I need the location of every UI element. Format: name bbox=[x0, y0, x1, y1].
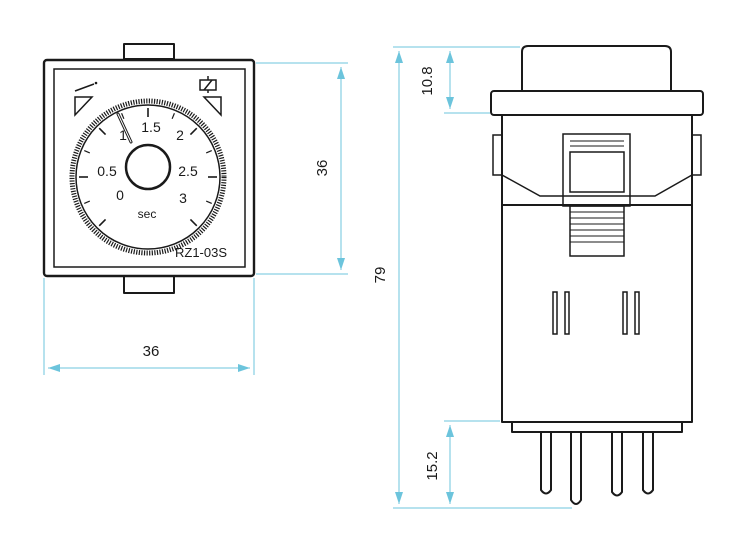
dial-tick bbox=[205, 200, 212, 204]
model-label: RZ1-03S bbox=[175, 245, 227, 260]
front-inner-face bbox=[53, 68, 246, 268]
flange bbox=[490, 90, 704, 116]
setting-knob bbox=[116, 112, 172, 191]
dim-total-height: 79 bbox=[372, 267, 389, 284]
dial-label-1: 1 bbox=[119, 127, 127, 143]
latch-guide bbox=[501, 174, 693, 197]
relay-coil-icon bbox=[199, 76, 222, 117]
vent-slots bbox=[552, 291, 640, 335]
dial-label-2-5: 2.5 bbox=[178, 163, 198, 179]
knurled-ring bbox=[69, 98, 227, 256]
center-clip bbox=[562, 133, 631, 207]
dial-tick bbox=[84, 150, 91, 154]
dim-front-height: 36 bbox=[314, 160, 331, 177]
dial-label-0: 0 bbox=[116, 187, 124, 203]
clip-ribs bbox=[570, 140, 624, 243]
top-clip bbox=[123, 43, 175, 60]
front-view: 0 0.5 1 1.5 2 2.5 3 sec RZ1-03S bbox=[42, 43, 256, 294]
dial-unit: sec bbox=[138, 207, 157, 221]
dial-tick bbox=[189, 218, 198, 227]
dial-tick bbox=[171, 113, 175, 120]
dial-tick bbox=[121, 113, 125, 120]
dial-tick bbox=[189, 127, 198, 136]
lower-body bbox=[501, 205, 693, 423]
dial-tick bbox=[205, 150, 212, 154]
timer-dial: 0 0.5 1 1.5 2 2.5 3 sec bbox=[69, 98, 227, 256]
base-step bbox=[511, 422, 683, 433]
dial-ticks bbox=[79, 108, 217, 227]
dim-pin-length: 15.2 bbox=[424, 451, 441, 480]
lower-clip bbox=[569, 205, 625, 257]
left-latch bbox=[492, 134, 503, 176]
dial-face bbox=[75, 104, 221, 250]
dial-label-3: 3 bbox=[179, 190, 187, 206]
dial-tick bbox=[84, 200, 91, 204]
front-outer-frame bbox=[42, 58, 256, 278]
dial-label-0-5: 0.5 bbox=[97, 163, 117, 179]
dial-label-2: 2 bbox=[176, 127, 184, 143]
right-latch bbox=[691, 134, 702, 176]
dial-tick bbox=[98, 218, 107, 227]
dim-front-width: 36 bbox=[143, 343, 160, 360]
top-cap bbox=[521, 45, 672, 92]
dimensions: 36 36 79 10.8 15.2 bbox=[43, 46, 572, 509]
side-view bbox=[490, 45, 704, 505]
dial-label-1-5: 1.5 bbox=[141, 119, 161, 135]
center-clip-inner bbox=[569, 151, 625, 193]
dim-top-cap: 10.8 bbox=[419, 66, 436, 95]
contact-switch-icon bbox=[74, 81, 98, 117]
pins bbox=[540, 432, 654, 505]
bottom-clip bbox=[123, 275, 175, 294]
dial-tick bbox=[98, 127, 107, 136]
